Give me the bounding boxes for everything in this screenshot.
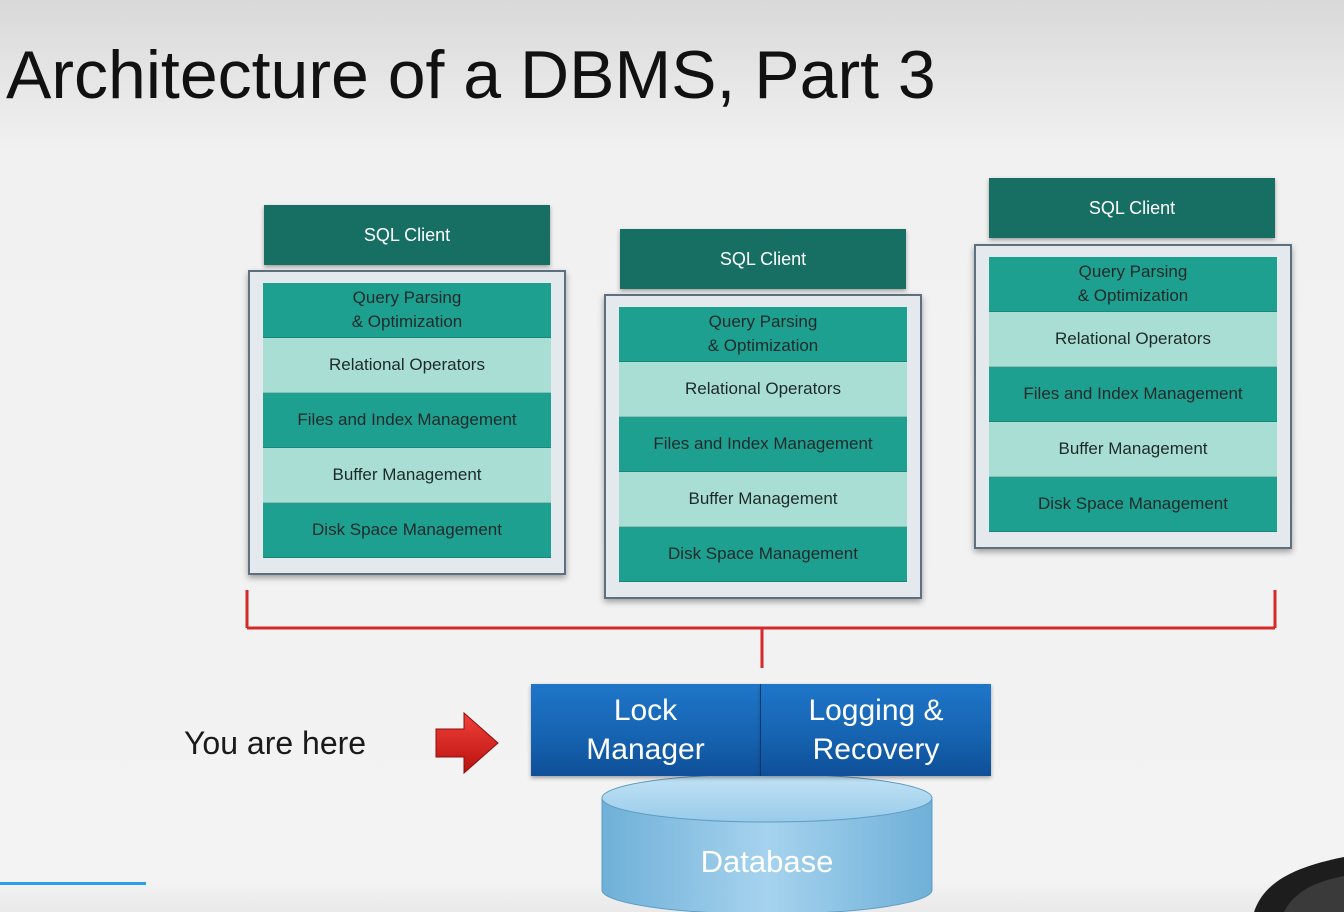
dbms-stack-2: Query Parsing & Optimization Relational … <box>604 294 922 599</box>
right-arrow-icon <box>435 711 499 775</box>
layer-query-parsing: Query Parsing & Optimization <box>263 283 551 338</box>
dbms-stack-1: Query Parsing & Optimization Relational … <box>248 270 566 575</box>
layer-files-index-management: Files and Index Management <box>619 417 907 472</box>
logging-recovery-label: Logging & Recovery <box>808 694 944 766</box>
dbms-stack-3: Query Parsing & Optimization Relational … <box>974 244 1292 549</box>
database-cylinder: Database <box>600 772 934 912</box>
layer-buffer-management: Buffer Management <box>989 422 1277 477</box>
layer-disk-space-management: Disk Space Management <box>619 527 907 582</box>
sql-client-header-3: SQL Client <box>989 178 1275 238</box>
sql-client-header-2: SQL Client <box>620 229 906 289</box>
sql-client-header-1: SQL Client <box>264 205 550 265</box>
layer-buffer-management: Buffer Management <box>619 472 907 527</box>
lock-manager-box: Lock Manager <box>531 684 761 776</box>
database-icon <box>601 773 933 912</box>
you-are-here-label: You are here <box>184 725 367 761</box>
layer-query-parsing: Query Parsing & Optimization <box>989 257 1277 312</box>
layer-relational-operators: Relational Operators <box>263 338 551 393</box>
logging-recovery-box: Logging & Recovery <box>761 684 991 776</box>
layer-files-index-management: Files and Index Management <box>263 393 551 448</box>
layer-disk-space-management: Disk Space Management <box>263 503 551 558</box>
layer-buffer-management: Buffer Management <box>263 448 551 503</box>
database-label: Database <box>700 844 834 879</box>
presenter-silhouette <box>1254 857 1344 912</box>
slide-title: Architecture of a DBMS, Part 3 <box>6 37 936 113</box>
layer-relational-operators: Relational Operators <box>619 362 907 417</box>
layer-disk-space-management: Disk Space Management <box>989 477 1277 532</box>
layer-query-parsing: Query Parsing & Optimization <box>619 307 907 362</box>
layer-files-index-management: Files and Index Management <box>989 367 1277 422</box>
lock-manager-label: Lock Manager <box>586 694 705 766</box>
progress-underline <box>0 882 146 885</box>
layer-relational-operators: Relational Operators <box>989 312 1277 367</box>
